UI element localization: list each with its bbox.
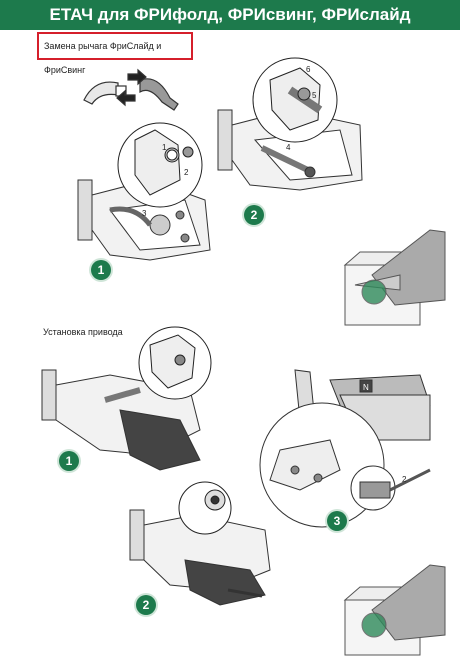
drive-detail-step-3: N 2 [259,369,431,528]
section-title-lever-replacement: Замена рычага ФриСлайд и ФриСвинг [37,32,193,75]
section-title-drive-installation: Установка привода [43,327,123,337]
step-badge-2-bottom: 2 [136,595,156,615]
svg-text:3: 3 [142,209,147,218]
svg-text:5: 5 [312,91,317,100]
step-badge-1-bottom: 1 [59,451,79,471]
step-badge-3-bottom: 3 [327,511,347,531]
step-badge-1-top: 1 [91,260,111,280]
page-title: ЕТАЧ для ФРИфолд, ФРИсвинг, ФРИслайд [0,0,460,30]
svg-text:2: 2 [184,168,189,177]
magnifier-detail-step-2: 6 5 4 [252,57,338,152]
svg-text:6: 6 [306,65,311,74]
cabinet-illustration-bottom [343,564,446,656]
svg-text:1: 1 [162,143,167,152]
magnifier-detail-step-1: 1 2 3 [117,122,203,218]
magnifier-detail-drive-2 [178,481,232,535]
cabinet-illustration-top [343,229,446,326]
hinge-assembly-step-2 [217,109,363,191]
drive-assembly-step-2 [129,509,271,606]
lever-parts-illustration [83,68,179,111]
magnifier-detail-drive-1 [138,326,212,400]
svg-text:4: 4 [286,143,291,152]
svg-text:2: 2 [402,475,407,484]
step-badge-2-top: 2 [244,205,264,225]
svg-text:N: N [363,383,369,392]
